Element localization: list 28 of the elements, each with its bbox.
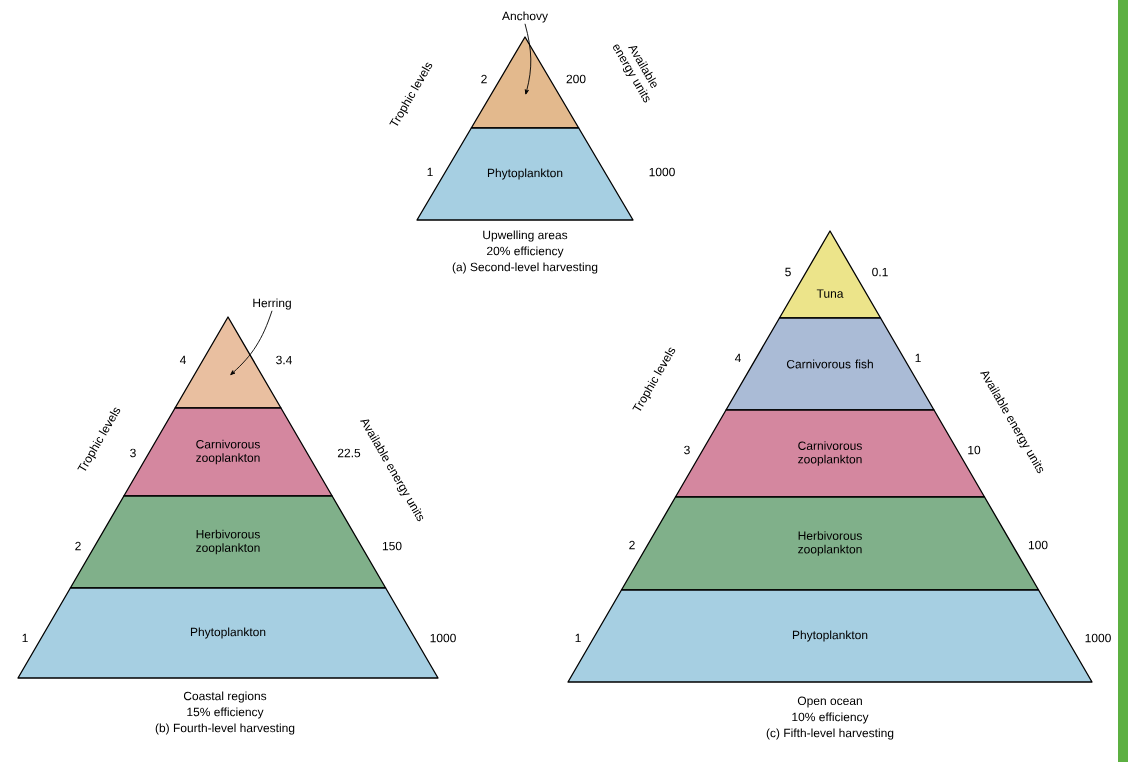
- level-value: 1000: [649, 167, 675, 177]
- level-value: 10: [968, 445, 981, 455]
- caption: (a) Second-level harvesting: [452, 262, 598, 274]
- level-value: 3.4: [276, 355, 292, 365]
- level-value: 1: [575, 633, 581, 643]
- caption: 20% efficiency: [487, 246, 564, 258]
- level-value: 200: [566, 74, 586, 84]
- level-value: 3: [684, 445, 690, 455]
- caption: Coastal regions: [183, 691, 267, 703]
- arrow: [524, 23, 532, 95]
- species-label: Herring: [253, 298, 291, 310]
- level-value: 1: [915, 353, 921, 363]
- caption: 10% efficiency: [792, 712, 869, 724]
- level-value: 3: [130, 448, 136, 458]
- arrow: [230, 310, 273, 376]
- caption: 15% efficiency: [187, 707, 264, 719]
- level-value: 1: [22, 633, 28, 643]
- level-value: 4: [734, 353, 741, 363]
- caption: (c) Fifth-level harvesting: [766, 728, 894, 740]
- species-label: Anchovy: [502, 11, 548, 23]
- level-value: 5: [785, 267, 791, 277]
- caption: Open ocean: [797, 696, 862, 708]
- level-value: 2: [75, 541, 81, 551]
- level-value: 2: [481, 74, 487, 84]
- level-value: 2: [629, 540, 635, 550]
- caption: (b) Fourth-level harvesting: [155, 723, 295, 735]
- level-value: 4: [179, 355, 186, 365]
- level-value: 1: [427, 167, 433, 177]
